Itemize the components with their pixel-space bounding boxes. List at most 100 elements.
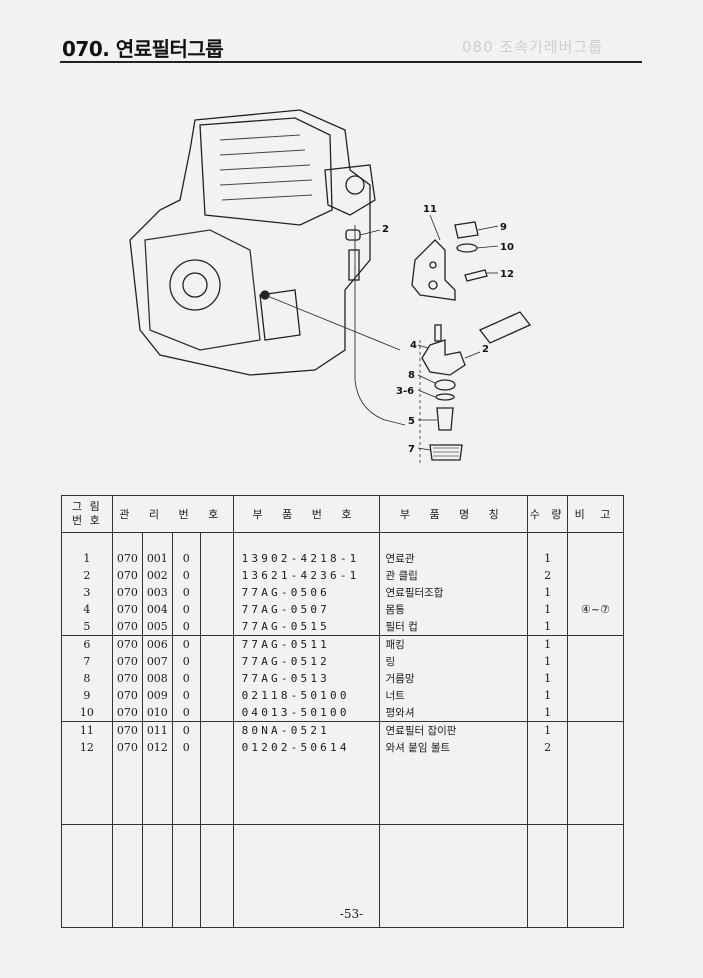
callout-2-top: 2 <box>382 224 389 235</box>
part-name: 와셔 붙임 볼트 <box>378 739 529 756</box>
empty-row <box>61 876 624 893</box>
callout-4: 4 <box>410 340 417 351</box>
empty-row <box>61 842 624 859</box>
empty-row <box>61 910 624 928</box>
part-number: 13621-4236-1 <box>232 567 380 584</box>
callout-9: 9 <box>500 222 507 233</box>
table-row: 12 070 012 0 01202-50614 와셔 붙임 볼트 2 <box>61 739 624 756</box>
quantity: 1 <box>527 601 569 618</box>
table-row: 6 070 006 0 77AG-0511 패킹 1 <box>61 635 624 653</box>
mgmt-seq: 007 <box>141 653 173 670</box>
empty-row <box>61 790 624 807</box>
mgmt-seq: 008 <box>141 670 173 687</box>
part-number: 77AG-0512 <box>232 653 380 670</box>
fig-no: 7 <box>61 653 113 670</box>
table-row: 5 070 005 0 77AG-0515 필터 컵 1 <box>61 618 624 636</box>
header-management-no: 관 리 번 호 <box>111 495 234 533</box>
remark <box>567 721 624 739</box>
table-row: 7 070 007 0 77AG-0512 링 1 <box>61 653 624 670</box>
table-row: 2 070 002 0 13621-4236-1 관 클립 2 <box>61 567 624 584</box>
part-number: 02118-50100 <box>232 687 380 704</box>
page-number: -53- <box>339 907 364 921</box>
header-part-name: 부 품 명 칭 <box>378 495 529 533</box>
mgmt-rev: 0 <box>171 550 201 567</box>
mgmt-rev: 0 <box>171 670 201 687</box>
remark <box>567 670 624 687</box>
mgmt-rev: 0 <box>171 653 201 670</box>
part-name: 너트 <box>378 687 529 704</box>
ring-part-7 <box>429 444 463 461</box>
mgmt-rev: 0 <box>171 704 201 722</box>
mgmt-rev: 0 <box>171 721 201 739</box>
strainer-part-8 <box>434 379 456 391</box>
mgmt-group: 070 <box>111 739 143 756</box>
table-row: 11 070 011 0 80NA-0521 연료필터 잡이판 1 <box>61 721 624 739</box>
mgmt-seq: 011 <box>141 721 173 739</box>
table-row: 4 070 004 0 77AG-0507 몸통 1 ④~⑦ <box>61 601 624 618</box>
callout-7: 7 <box>408 444 415 455</box>
part-number: 77AG-0515 <box>232 618 380 636</box>
empty-row <box>61 824 624 842</box>
quantity: 1 <box>527 653 569 670</box>
mgmt-group: 070 <box>111 653 143 670</box>
remark <box>567 550 624 567</box>
part-name: 몸통 <box>378 601 529 618</box>
parts-table: 그 림 번 호 관 리 번 호 부 품 번 호 부 품 명 칭 수 량 비 고 … <box>61 495 624 928</box>
part-number: 77AG-0506 <box>232 584 380 601</box>
bleed-through-title: 080 조속기레버그룹 <box>462 38 603 56</box>
nut-part-9 <box>454 221 479 239</box>
mgmt-group: 070 <box>111 704 143 722</box>
part-name: 평와셔 <box>378 704 529 722</box>
mgmt-seq: 002 <box>141 567 173 584</box>
empty-row <box>61 773 624 790</box>
filter-body-part-4 <box>421 339 466 376</box>
callout-3-6: 3-6 <box>396 386 414 397</box>
empty-row <box>61 756 624 773</box>
part-name: 거름망 <box>378 670 529 687</box>
quantity: 1 <box>527 670 569 687</box>
part-number: 77AG-0511 <box>232 635 380 653</box>
part-number: 01202-50614 <box>232 739 380 756</box>
mgmt-seq: 010 <box>141 704 173 722</box>
table-row: 1 070 001 0 13902-4218-1 연료관 1 <box>61 550 624 567</box>
fig-no: 4 <box>61 601 113 618</box>
fig-no: 1 <box>61 550 113 567</box>
mgmt-rev: 0 <box>171 618 201 636</box>
mgmt-group: 070 <box>111 687 143 704</box>
mgmt-rev: 0 <box>171 567 201 584</box>
remark <box>567 618 624 636</box>
part-number: 80NA-0521 <box>232 721 380 739</box>
quantity: 1 <box>527 635 569 653</box>
quantity: 1 <box>527 704 569 722</box>
table-header-row: 그 림 번 호 관 리 번 호 부 품 번 호 부 품 명 칭 수 량 비 고 <box>61 495 624 533</box>
quantity: 1 <box>527 687 569 704</box>
callout-2-right: 2 <box>482 344 489 355</box>
remark <box>567 704 624 722</box>
header-fig-no: 그 림 번 호 <box>61 495 113 533</box>
empty-row <box>61 859 624 876</box>
fig-no: 8 <box>61 670 113 687</box>
remark <box>567 584 624 601</box>
callout-12: 12 <box>500 269 514 280</box>
title-rule <box>60 61 642 63</box>
mgmt-rev: 0 <box>171 635 201 653</box>
remark: ④~⑦ <box>567 601 624 618</box>
part-number: 13902-4218-1 <box>232 550 380 567</box>
engine-cylinder <box>199 117 333 226</box>
part-name: 패킹 <box>378 635 529 653</box>
callout-11: 11 <box>423 204 437 215</box>
quantity: 2 <box>527 567 569 584</box>
packing-part-6 <box>435 393 455 401</box>
part-name: 연료관 <box>378 550 529 567</box>
remark <box>567 687 624 704</box>
filter-cup-part-5 <box>436 407 454 431</box>
fig-no: 6 <box>61 635 113 653</box>
mgmt-group: 070 <box>111 550 143 567</box>
empty-row <box>61 807 624 825</box>
fig-no: 3 <box>61 584 113 601</box>
empty-row <box>61 893 624 910</box>
mgmt-seq: 009 <box>141 687 173 704</box>
mgmt-group: 070 <box>111 601 143 618</box>
mgmt-seq: 001 <box>141 550 173 567</box>
header-part-no: 부 품 번 호 <box>232 495 380 533</box>
